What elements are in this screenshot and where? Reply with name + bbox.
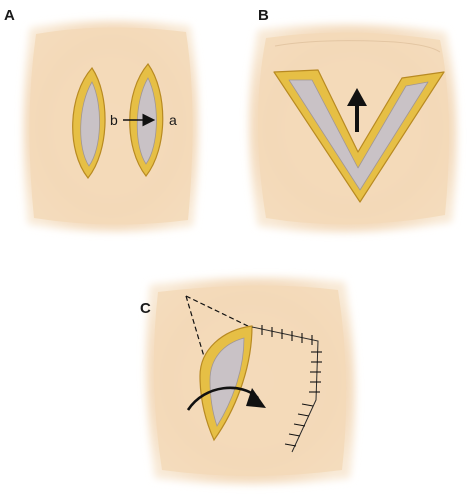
panel-a: b a A — [4, 7, 199, 232]
suture-line — [251, 325, 322, 453]
dashed-triangle — [185, 295, 253, 361]
panel-b: B — [249, 7, 457, 233]
panel-letter-a: A — [4, 7, 15, 24]
wound-left — [72, 67, 106, 179]
panel-letter-b: B — [258, 7, 269, 24]
wound-crescent — [199, 325, 253, 442]
panel-c: C — [140, 277, 355, 484]
rotation-arrow — [186, 386, 266, 411]
wound-v — [273, 69, 445, 203]
label-a: a — [169, 112, 177, 128]
arrow-up — [347, 88, 367, 132]
label-b: b — [110, 112, 118, 128]
panel-letter-c: C — [140, 300, 151, 317]
